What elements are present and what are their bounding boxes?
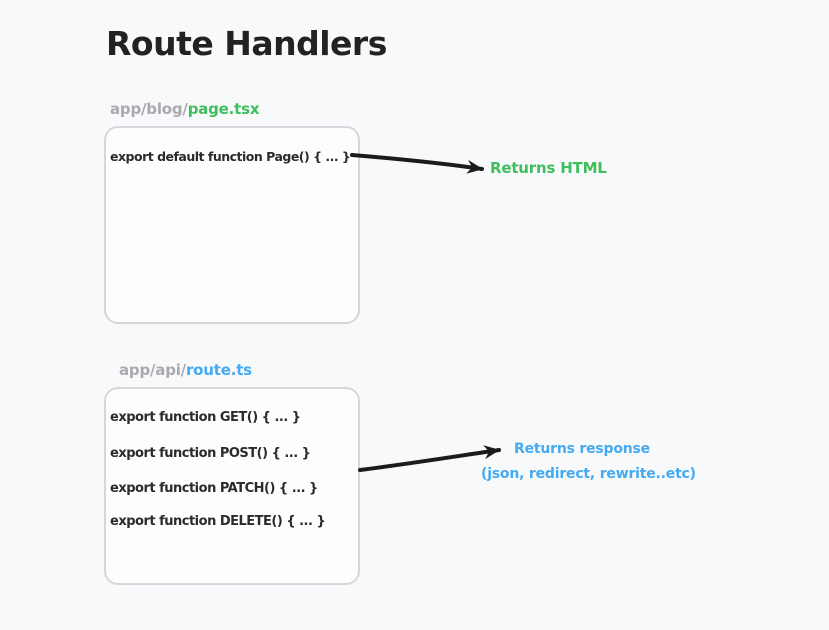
code-line-delete: export function DELETE() { ... } <box>110 514 326 529</box>
file-name-page-tsx: page.tsx <box>187 100 260 118</box>
arrow-page-to-html <box>350 153 484 174</box>
arrow-route-to-response <box>358 445 501 472</box>
result-label-response-line2: (json, redirect, rewrite..etc) <box>481 466 696 482</box>
code-line-patch: export function PATCH() { ... } <box>110 481 318 496</box>
page-title: Route Handlers <box>106 24 387 63</box>
file-path-prefix: app/blog/ <box>110 100 188 118</box>
file-label-api: app/api/route.ts <box>119 361 252 379</box>
file-name-route-ts: route.ts <box>185 361 252 379</box>
file-label-blog: app/blog/page.tsx <box>110 100 260 118</box>
code-line-page: export default function Page() { ... } <box>110 149 351 164</box>
result-label-response-line1: Returns response <box>514 441 650 457</box>
file-path-prefix: app/api/ <box>119 361 186 379</box>
code-line-get: export function GET() { ... } <box>110 410 301 425</box>
code-box-page <box>104 126 360 324</box>
code-line-post: export function POST() { ... } <box>110 446 311 461</box>
code-box-route <box>104 387 360 585</box>
result-label-html: Returns HTML <box>490 159 607 177</box>
